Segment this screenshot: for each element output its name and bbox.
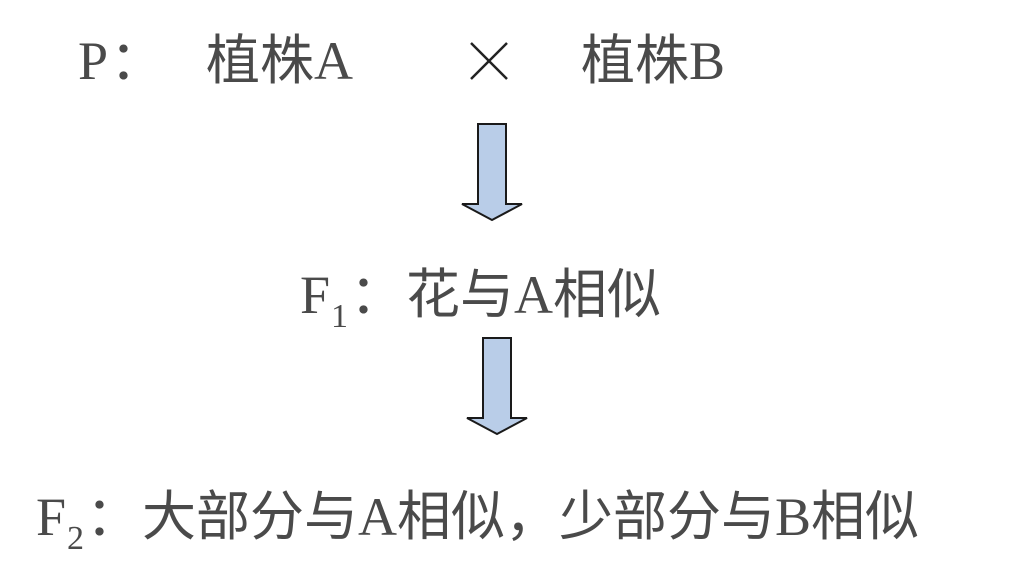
- f2-colon: ：: [86, 487, 141, 547]
- cross-icon: [470, 42, 508, 80]
- f1-label: F: [300, 265, 331, 325]
- down-arrow-icon: [461, 123, 523, 222]
- parent-colon: ：: [110, 31, 165, 91]
- f1-description: 花与A相似: [406, 265, 662, 325]
- f2-subscript: 2: [67, 520, 85, 557]
- f1-generation-line: F1：花与A相似: [300, 265, 662, 334]
- f2-label: F: [36, 487, 67, 547]
- f2-description: 大部分与A相似，少部分与B相似: [142, 487, 920, 547]
- plant-b-label: 植株B: [581, 31, 726, 91]
- f1-subscript: 1: [331, 298, 349, 335]
- plant-a-label: 植株A: [206, 31, 353, 91]
- parent-generation-line: P：: [78, 34, 166, 88]
- parent-label: P: [78, 31, 109, 91]
- f2-generation-line: F2：大部分与A相似，少部分与B相似: [36, 487, 920, 556]
- down-arrow-icon: [466, 337, 528, 436]
- f1-colon: ：: [350, 265, 405, 325]
